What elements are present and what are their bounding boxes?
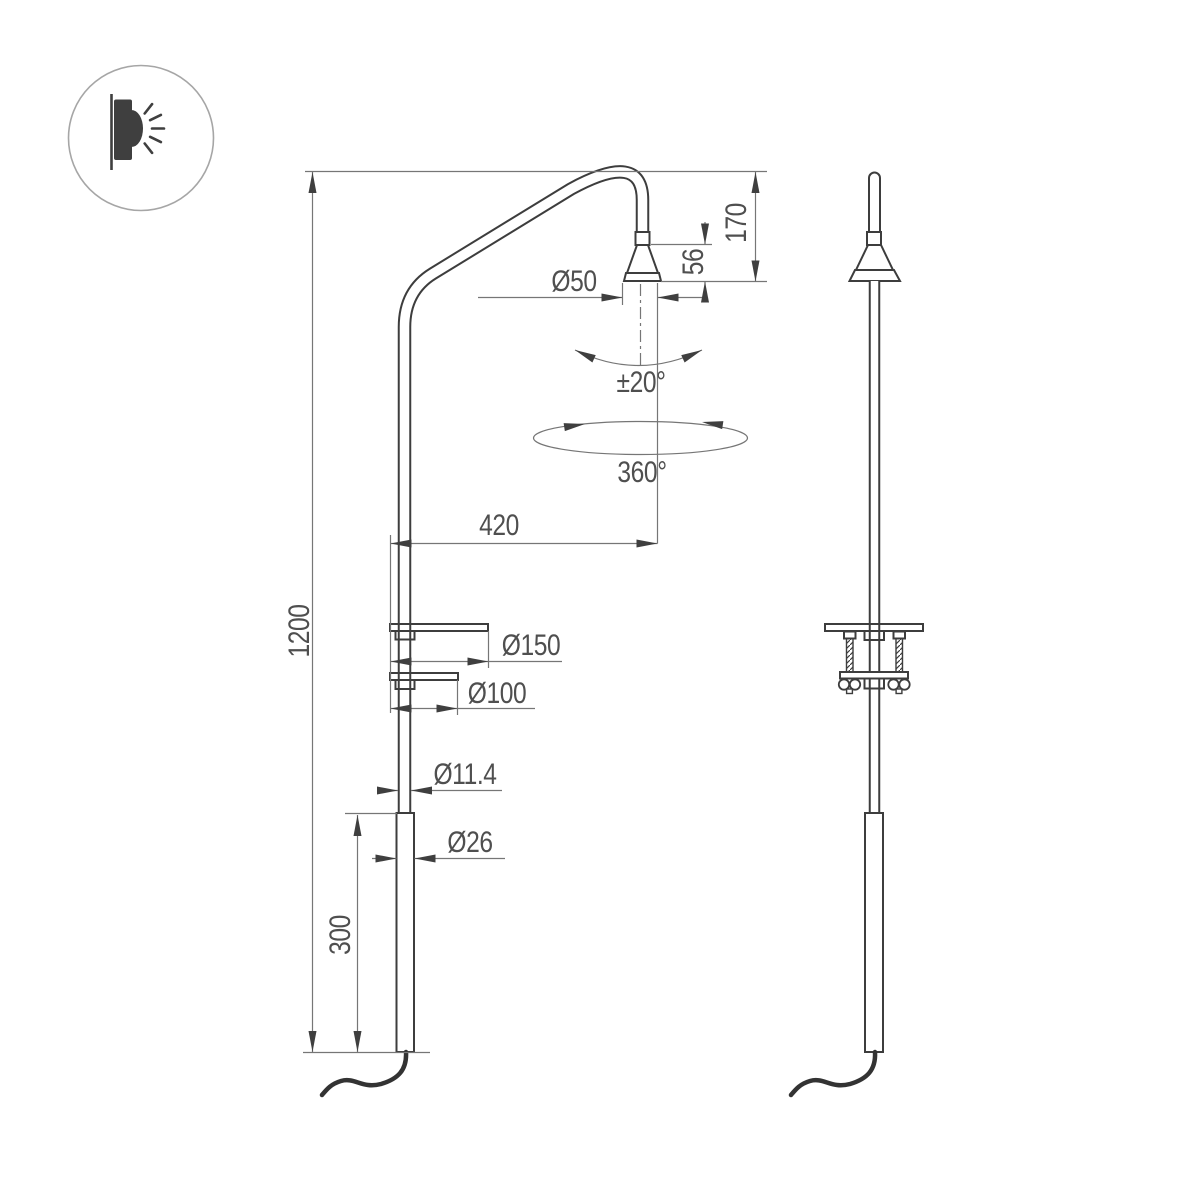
clamp-block-lower — [863, 677, 885, 690]
base-tube — [864, 812, 884, 1053]
power-cable — [319, 1049, 409, 1098]
head-joint — [634, 231, 651, 246]
head-stem — [868, 171, 881, 236]
dim-arm-offset: 420 — [479, 508, 519, 542]
dimension-lines — [303, 170, 767, 1054]
power-cable — [788, 1049, 878, 1098]
dimension-arrows — [308, 172, 760, 1052]
bracket-block-upper — [394, 630, 416, 641]
bracket-block-lower — [394, 679, 416, 690]
dim-bracket-plate-diameter: Ø150 — [502, 628, 561, 662]
dim-total-height: 1200 — [282, 604, 316, 657]
dim-tilt-range: ±20° — [616, 365, 665, 399]
dim-cone-height: 56 — [676, 249, 710, 276]
threaded-rod-right — [895, 637, 904, 673]
dim-base-tube-diameter: Ø26 — [447, 825, 492, 859]
dim-pole-diameter: Ø11.4 — [433, 757, 496, 791]
clamp-screw-head-right — [892, 630, 906, 640]
head-joint — [866, 231, 882, 246]
dim-rotation: 360° — [617, 455, 666, 489]
clamp-block-upper — [863, 630, 885, 641]
clamp-screw-head-left — [843, 630, 857, 640]
dim-head-drop: 170 — [719, 203, 753, 243]
rotation-ellipse — [532, 420, 749, 456]
wall-light-icon — [110, 94, 166, 170]
front-view-drawing — [319, 165, 663, 1098]
base-tube — [395, 812, 415, 1053]
wing-nuts — [837, 678, 911, 695]
lamp-arm-bore — [399, 167, 648, 818]
light-rays-icon — [143, 102, 166, 155]
side-view-drawing — [788, 171, 924, 1098]
head-cone — [625, 244, 660, 274]
head-cone-rim — [847, 269, 902, 282]
head-cone — [854, 244, 895, 271]
dim-base-tube-height: 300 — [323, 915, 357, 955]
dim-bracket-lower-diameter: Ø100 — [468, 676, 527, 710]
brand-logo — [67, 64, 215, 212]
threaded-rod-left — [845, 637, 854, 673]
dim-head-diameter: Ø50 — [551, 264, 596, 298]
head-cone-rim — [622, 272, 663, 282]
dimension-labels: 1200 420 170 56 Ø50 ±20° 360° Ø150 Ø100 … — [282, 203, 753, 955]
